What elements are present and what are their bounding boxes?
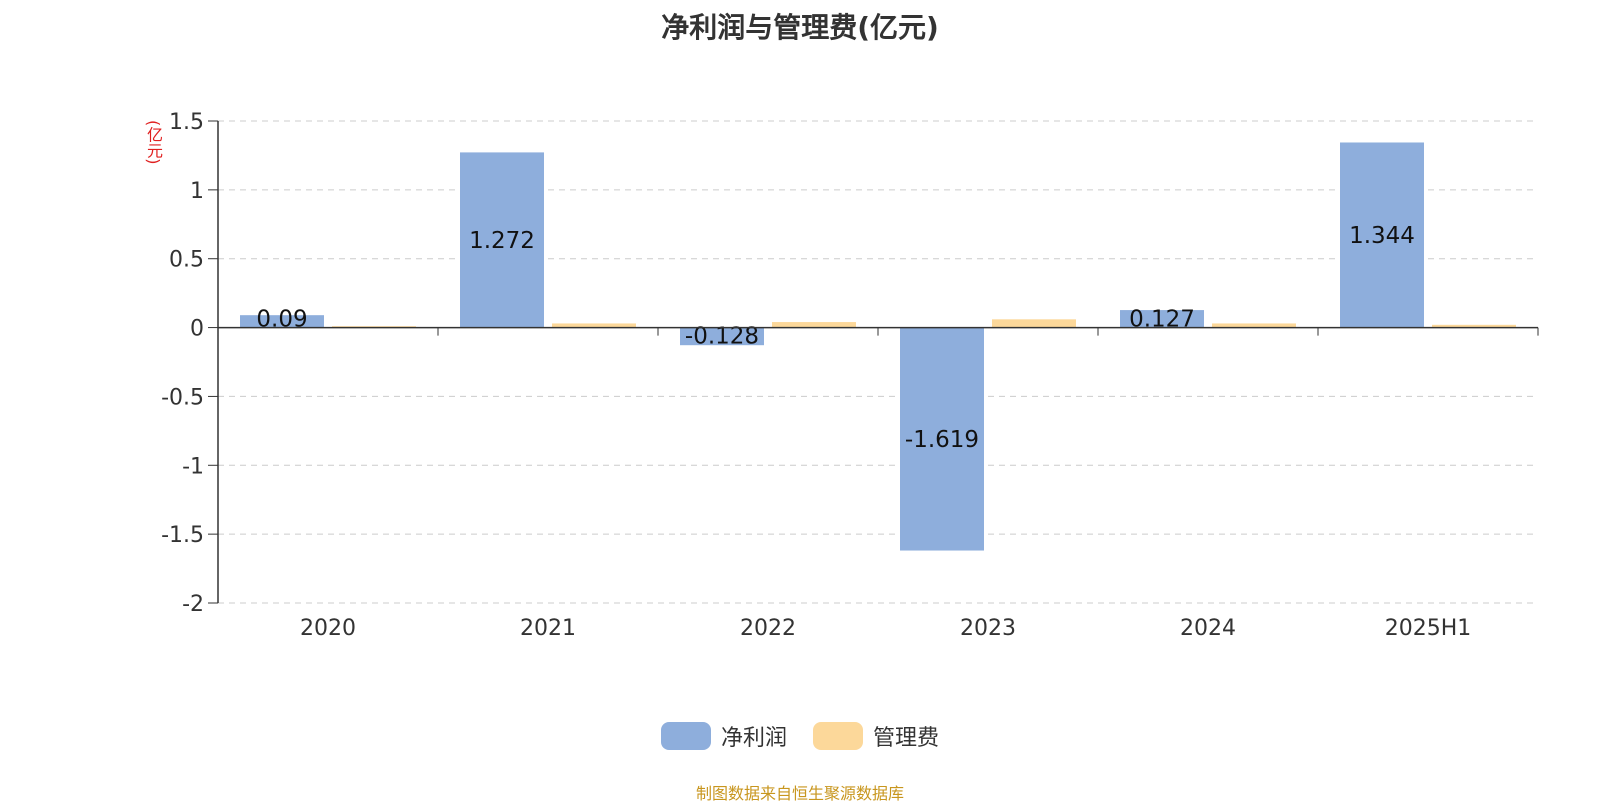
legend-item-net-profit[interactable]: 净利润 bbox=[660, 720, 787, 752]
bar-admin-fee bbox=[552, 323, 636, 328]
x-tick-label: 2023 bbox=[960, 616, 1016, 641]
x-tick-label: 2020 bbox=[300, 616, 356, 641]
chart-title: 净利润与管理费(亿元) bbox=[661, 11, 939, 44]
data-source-note: 制图数据来自恒生聚源数据库 bbox=[695, 784, 904, 803]
bar-admin-fee bbox=[992, 319, 1076, 328]
bar-net-profit bbox=[240, 315, 324, 328]
x-tick-label: 2022 bbox=[740, 616, 796, 641]
bar-admin-fee bbox=[1212, 323, 1296, 328]
legend-item-admin-fee[interactable]: 管理费 bbox=[813, 720, 939, 752]
legend-swatch-net-profit bbox=[660, 722, 711, 750]
y-tick-label: 0.5 bbox=[169, 248, 204, 273]
bar-net-profit bbox=[1340, 142, 1424, 328]
data-label-net-profit: 1.344 bbox=[1349, 223, 1415, 249]
y-tick-label: -1 bbox=[182, 454, 204, 479]
bar-net-profit bbox=[680, 327, 764, 346]
data-label-net-profit: -1.619 bbox=[905, 427, 979, 453]
y-tick-label: 1 bbox=[190, 179, 204, 204]
legend-swatch-admin-fee bbox=[813, 722, 863, 750]
y-tick-label: 1.5 bbox=[169, 110, 204, 135]
data-label-net-profit: 1.272 bbox=[469, 228, 535, 254]
y-tick-label: -1.5 bbox=[161, 523, 204, 548]
x-tick-label: 2025H1 bbox=[1385, 616, 1472, 641]
bar-net-profit bbox=[900, 327, 984, 551]
y-tick-label: -2 bbox=[182, 592, 204, 617]
bar-admin-fee bbox=[772, 322, 856, 328]
data-label-net-profit: 0.127 bbox=[1129, 307, 1195, 333]
y-tick-label: -0.5 bbox=[161, 385, 204, 410]
x-tick-label: 2021 bbox=[520, 616, 576, 641]
bar-net-profit bbox=[460, 152, 544, 328]
legend: 净利润 管理费 bbox=[0, 720, 1600, 752]
y-tick-label: 0 bbox=[190, 317, 204, 342]
bar-net-profit bbox=[1120, 310, 1204, 328]
y-axis-unit: (亿元) bbox=[144, 120, 163, 165]
legend-label-admin-fee: 管理费 bbox=[873, 726, 940, 751]
bar-admin-fee bbox=[1432, 324, 1516, 328]
legend-label-net-profit: 净利润 bbox=[720, 726, 787, 751]
data-label-net-profit: 0.09 bbox=[256, 307, 307, 333]
x-tick-label: 2024 bbox=[1180, 616, 1236, 641]
